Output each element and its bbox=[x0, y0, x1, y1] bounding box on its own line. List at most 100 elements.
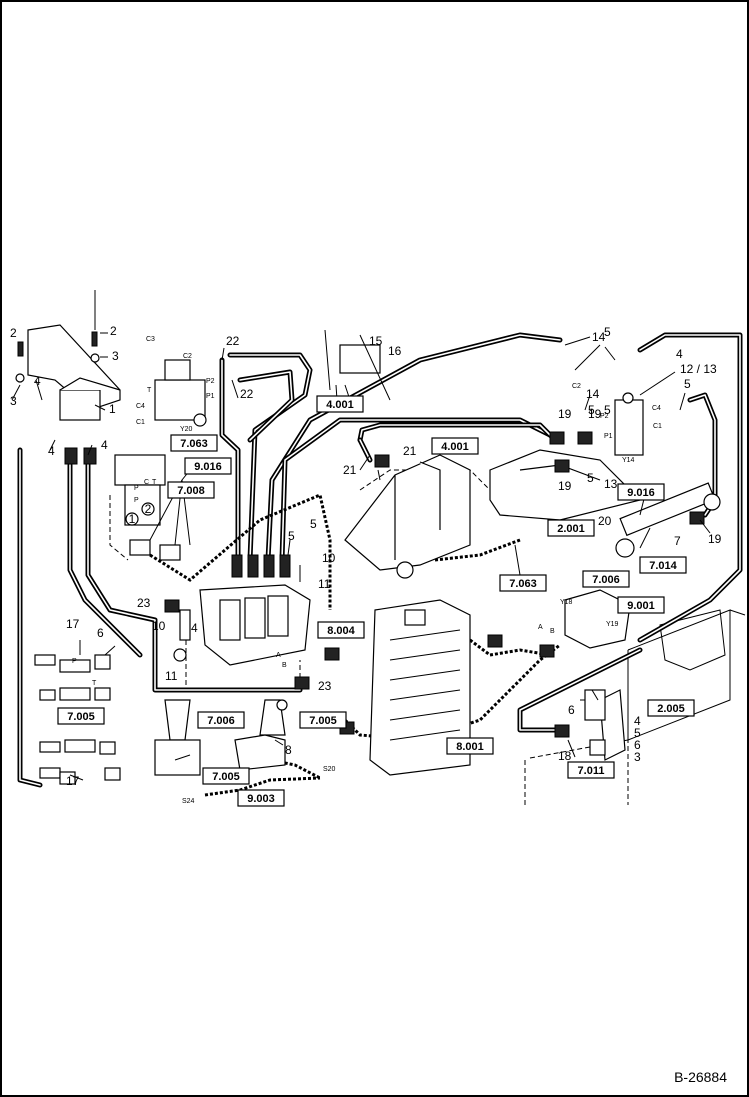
port-label: C2 bbox=[183, 353, 192, 360]
callout-number: 5 bbox=[288, 529, 295, 543]
callout-number: 5 bbox=[684, 377, 691, 391]
callout-number: 4 bbox=[634, 714, 641, 728]
callout-number: 13 bbox=[604, 477, 618, 491]
callout-number: 5 bbox=[634, 726, 641, 740]
document-number: B-26884 bbox=[674, 1069, 727, 1085]
callout-number: 17 bbox=[66, 774, 80, 788]
machine-outlines bbox=[109, 469, 746, 805]
port-label: A bbox=[538, 624, 543, 631]
callout-number: 2 bbox=[110, 324, 117, 338]
reference-box-label: 7.008 bbox=[177, 485, 205, 497]
callout-number: 22 bbox=[240, 387, 254, 401]
port-label: P1 bbox=[206, 393, 215, 400]
reference-box: 7.063 bbox=[170, 434, 218, 452]
reference-box: 4.001 bbox=[316, 395, 364, 413]
callout-number: 17 bbox=[66, 617, 80, 631]
reference-box: 8.004 bbox=[317, 621, 365, 639]
reference-box-label: 7.005 bbox=[67, 711, 95, 723]
reference-box-label: 2.001 bbox=[557, 523, 585, 535]
hydraulic-hoses bbox=[17, 332, 743, 788]
reference-box-label: 7.011 bbox=[578, 765, 605, 777]
callout-number: 5 bbox=[604, 325, 611, 339]
reference-box-label: 8.001 bbox=[456, 741, 484, 753]
port-label: P bbox=[134, 497, 139, 504]
port-label: Y20 bbox=[180, 426, 193, 433]
port-label: C4 bbox=[136, 403, 145, 410]
reference-box-label: 7.005 bbox=[309, 715, 337, 727]
circle-labels: 1 2 bbox=[125, 502, 155, 526]
callout-number: 23 bbox=[318, 679, 332, 693]
callout-number: 15 bbox=[369, 334, 383, 348]
callout-number: 3 bbox=[10, 394, 17, 408]
callout-number: 19 bbox=[558, 479, 572, 493]
reference-box: 7.006 bbox=[582, 570, 630, 588]
port-label: P1 bbox=[604, 433, 613, 440]
port-label: Y14 bbox=[622, 457, 635, 464]
circle-label: 2 bbox=[145, 502, 152, 516]
reference-box: 9.003 bbox=[237, 789, 285, 807]
port-label: A bbox=[276, 652, 281, 659]
callout-number: 4 bbox=[101, 438, 108, 452]
port-label: P bbox=[72, 658, 77, 665]
callout-number: 5 bbox=[587, 471, 594, 485]
port-label: P bbox=[134, 485, 139, 492]
callout-number: 21 bbox=[343, 463, 357, 477]
callout-number: 2 bbox=[10, 326, 17, 340]
port-label: C4 bbox=[652, 405, 661, 412]
reference-box: 4.001 bbox=[431, 437, 479, 455]
callout-number: 22 bbox=[226, 334, 240, 348]
leader-lines bbox=[11, 290, 711, 781]
reference-box-label: 9.016 bbox=[194, 461, 222, 473]
callout-number: 14 bbox=[586, 387, 600, 401]
reference-box: 7.006 bbox=[197, 711, 245, 729]
callout-number: 5 bbox=[310, 517, 317, 531]
callout-number: 4 bbox=[34, 374, 41, 388]
callout-number: 20 bbox=[598, 514, 612, 528]
port-label: T bbox=[92, 680, 97, 687]
callout-number: 3 bbox=[112, 349, 119, 363]
port-label: P2 bbox=[206, 378, 215, 385]
reference-box: 9.016 bbox=[184, 457, 232, 475]
port-label: C3 bbox=[146, 336, 155, 343]
reference-box: 7.005 bbox=[299, 711, 347, 729]
port-label: Y19 bbox=[606, 621, 619, 628]
callout-number: 5 bbox=[588, 403, 595, 417]
reference-boxes: 7.063 9.016 7.008 4.001 4.001 9.016 2.001 7.063… bbox=[57, 395, 695, 807]
reference-box: 8.001 bbox=[446, 737, 494, 755]
reference-box-label: 9.003 bbox=[247, 793, 275, 805]
reference-box-label: 7.006 bbox=[207, 715, 235, 727]
callout-number: 4 bbox=[48, 444, 55, 458]
reference-box: 2.005 bbox=[647, 699, 695, 717]
reference-box-label: 4.001 bbox=[326, 399, 354, 411]
callout-number: 12 / 13 bbox=[680, 362, 717, 376]
reference-box-label: 7.005 bbox=[212, 771, 240, 783]
callout-number: 4 bbox=[191, 621, 198, 635]
reference-box-label: 2.005 bbox=[657, 703, 685, 715]
callout-number: 14 bbox=[592, 330, 606, 344]
reference-box: 9.016 bbox=[617, 483, 665, 501]
callout-number: 19 bbox=[588, 407, 602, 421]
callout-number: 8 bbox=[285, 743, 292, 757]
electrical-cables bbox=[149, 492, 561, 797]
callout-number: 21 bbox=[403, 444, 417, 458]
callout-number: 7 bbox=[674, 534, 681, 548]
reference-box: 9.001 bbox=[617, 596, 665, 614]
reference-box-label: 7.063 bbox=[509, 578, 537, 590]
reference-box: 2.001 bbox=[547, 519, 595, 537]
callout-number: 16 bbox=[388, 344, 402, 358]
reference-box-label: 7.006 bbox=[592, 574, 620, 586]
callout-number: 3 bbox=[634, 750, 641, 764]
callout-number: 11 bbox=[318, 577, 331, 591]
callout-number: 5 bbox=[604, 403, 611, 417]
port-label: P2 bbox=[600, 413, 609, 420]
callout-number: 10 bbox=[152, 619, 166, 633]
callout-number: 6 bbox=[97, 626, 104, 640]
callout-number: 19 bbox=[708, 532, 722, 546]
reference-box: 7.014 bbox=[639, 556, 687, 574]
reference-box: 7.005 bbox=[57, 707, 105, 725]
reference-box: 7.008 bbox=[167, 481, 215, 499]
port-label: Y18 bbox=[560, 599, 573, 606]
